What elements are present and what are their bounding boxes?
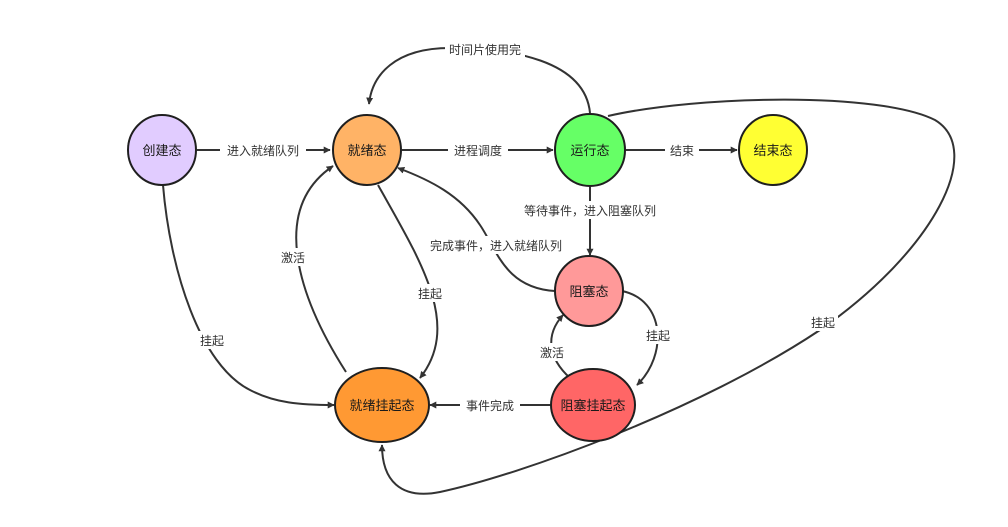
state-blocked-suspend[interactable]: 阻塞挂起态	[550, 368, 636, 442]
edge-label-running-to-ready-timeslice: 时间片使用完	[449, 42, 521, 57]
edge-label-running-to-ready-suspend: 挂起	[811, 316, 835, 330]
state-running[interactable]: 运行态	[554, 113, 626, 187]
edge-ready-suspend-to-ready	[295, 165, 347, 373]
edge-label-create-to-ready-suspend: 挂起	[200, 334, 224, 348]
state-blocked-suspend-label: 阻塞挂起态	[560, 398, 625, 414]
state-ready-label: 就绪态	[347, 144, 386, 159]
edge-ready-to-ready-suspend	[377, 184, 439, 379]
edge-label-running-to-blocked: 等待事件，进入阻塞队列	[524, 203, 656, 218]
state-blocked-label: 阻塞态	[569, 284, 608, 300]
state-create-label: 创建态	[142, 144, 181, 159]
edge-label-blocked-to-blocked-suspend: 挂起	[646, 329, 670, 343]
edge-label-blocked-suspend-to-ready-suspend: 事件完成	[466, 398, 514, 413]
edge-create-to-ready-suspend	[162, 184, 335, 409]
edge-label-running-to-terminated: 结束	[670, 144, 694, 158]
state-running-label: 运行态	[570, 144, 609, 159]
edge-label-blocked-suspend-to-blocked: 激活	[540, 346, 564, 360]
edge-label-ready-to-ready-suspend: 挂起	[418, 287, 442, 301]
state-blocked[interactable]: 阻塞态	[554, 255, 624, 327]
edge-running-to-ready-suspend	[378, 98, 956, 495]
edge-label-create-to-ready: 进入就绪队列	[227, 143, 299, 158]
edge-blocked-to-ready	[397, 166, 556, 292]
edge-label-ready-to-running: 进程调度	[454, 143, 502, 158]
state-ready[interactable]: 就绪态	[332, 114, 402, 186]
edge-label-ready-suspend-to-ready: 激活	[281, 251, 305, 265]
state-create[interactable]: 创建态	[127, 114, 197, 186]
edge-label-blocked-to-ready: 完成事件，进入就绪队列	[430, 238, 562, 253]
state-ready-suspend[interactable]: 就绪挂起态	[334, 367, 430, 443]
state-terminated[interactable]: 结束态	[738, 114, 808, 186]
state-terminated-label: 结束态	[753, 144, 792, 159]
state-ready-suspend-label: 就绪挂起态	[349, 399, 414, 414]
